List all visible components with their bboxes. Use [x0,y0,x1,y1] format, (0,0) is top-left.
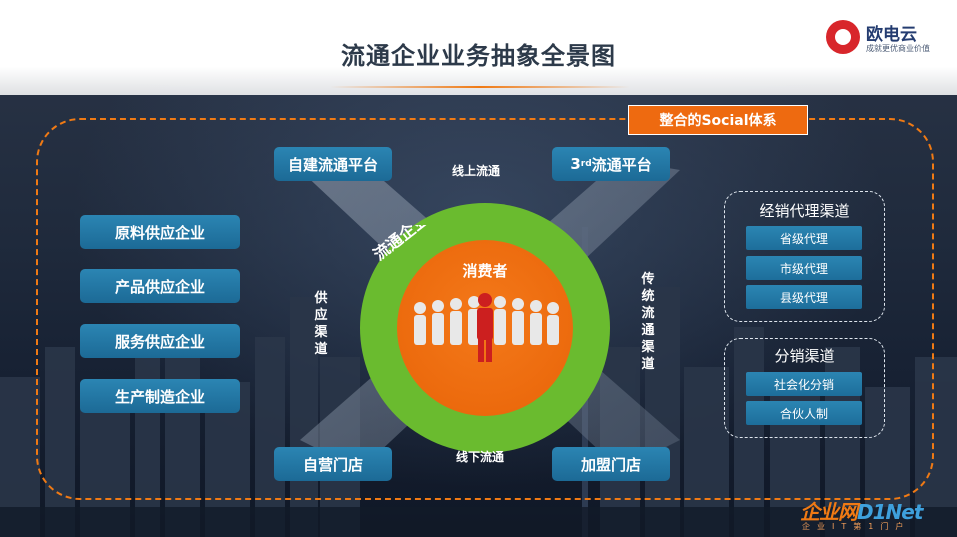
distribution-title: 经销代理渠道 [759,202,850,220]
brand-logo: 欧电云 成就更优商业价值 [826,18,946,58]
resale-social: 社会化分销 [746,372,862,396]
social-system-frame [36,118,934,500]
consumer-crowd [414,293,559,362]
distribution-city: 市级代理 [746,256,862,280]
social-system-tag: 整合的Social体系 [628,105,808,135]
distribution-provincial: 省级代理 [746,226,862,250]
third-party-text: 流通平台 [591,155,652,174]
third-party-sup: rd [580,159,592,169]
logo-name: 欧电云 [866,25,917,45]
supplier-manufacturing: 生产制造企业 [80,379,240,413]
online-label: 线上流通 [452,164,501,178]
supplier-raw-materials: 原料供应企业 [80,215,240,249]
franchise-store-box: 加盟门店 [552,447,670,481]
watermark-sub: 企业IT第1门户 [802,522,911,531]
consumer-label: 消费者 [462,262,508,280]
watermark-main-a: 企业网 [800,500,858,524]
self-run-store-box: 自营门店 [274,447,392,481]
watermark-main: 企业网D1Net [800,496,923,525]
city-skyline [0,227,957,537]
resale-title: 分销渠道 [774,347,835,365]
watermark-main-b: D1Net [857,500,923,524]
distribution-county: 县级代理 [746,285,862,309]
offline-label: 线下流通 [456,450,505,464]
distribution-group: 经销代理渠道 [724,191,885,322]
title-underline [330,86,630,88]
supply-channel-label: 供应渠道 [314,291,328,357]
logo-slogan: 成就更优商业价值 [866,44,930,53]
ring-label-svg: 流通企业 [371,225,432,264]
traditional-channel-label: 传统流通渠道 [641,272,655,372]
supplier-services: 服务供应企业 [80,324,240,358]
watermark: 企业网D1Net 企业IT第1门户 [800,496,957,537]
logo-icon [826,20,860,54]
resale-partner: 合伙人制 [746,401,862,425]
self-built-platform-box: 自建流通平台 [274,147,392,181]
header-bar [0,0,957,95]
supplier-products: 产品供应企业 [80,269,240,303]
page-title: 流通企业业务抽象全景图 [341,42,616,70]
ring-label: 流通企业 [371,225,432,264]
resale-group: 分销渠道 [724,338,885,438]
third-party-prefix: 3 [570,155,581,173]
